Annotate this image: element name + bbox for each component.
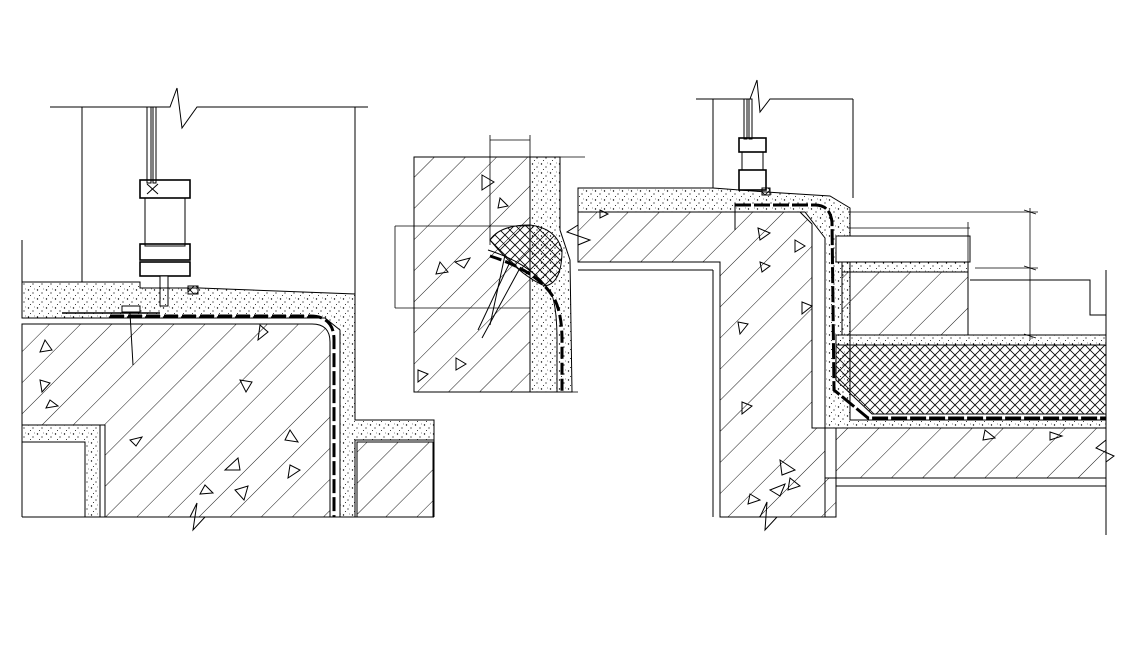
lower-outline-left [21, 420, 435, 532]
aggregate-symbols-middle [417, 174, 510, 384]
window-frame-profile [139, 106, 199, 307]
upper-wall-outline [21, 87, 368, 294]
aggregate-symbols-left [39, 324, 301, 502]
leader-lines-middle [477, 254, 521, 339]
dimension-lines-middle [394, 135, 585, 393]
left-section-detail [21, 87, 435, 532]
window-frame-profile-right [738, 98, 771, 196]
upper-wall-outline-right [696, 79, 854, 198]
waterproof-membrane-left [62, 305, 336, 517]
aggregate-symbols-right [599, 209, 1064, 505]
concrete-slab-hatch [21, 323, 434, 518]
middle-enlarged-detail [394, 135, 585, 393]
right-section-detail [565, 79, 1115, 535]
dimension-lines-right [848, 208, 1038, 340]
